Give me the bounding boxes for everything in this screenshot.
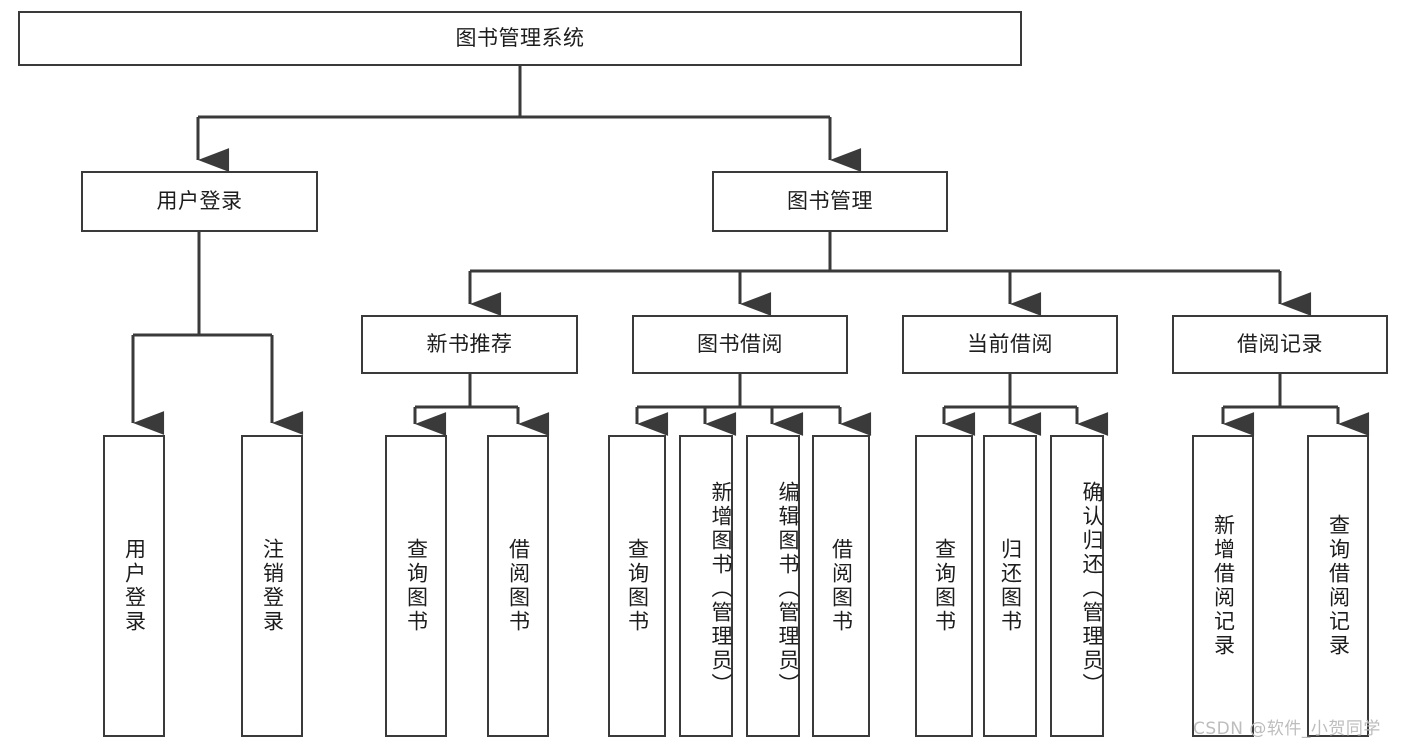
leaf-add-record[interactable]: 新增借阅记录 (1192, 435, 1254, 737)
leaf-return-book-label: 归还图书 (998, 538, 1023, 634)
node-book-borrow[interactable]: 图书借阅 (632, 315, 848, 374)
node-book-manage[interactable]: 图书管理 (712, 171, 948, 232)
leaf-borrow-book-2[interactable]: 借阅图书 (812, 435, 870, 737)
leaf-return-book[interactable]: 归还图书 (983, 435, 1037, 737)
leaf-confirm-return[interactable]: 确认归还（管理员） (1050, 435, 1104, 737)
leaf-logout-login[interactable]: 注销登录 (241, 435, 303, 737)
leaf-user-login-label: 用户登录 (122, 538, 147, 634)
leaf-add-record-label: 新增借阅记录 (1211, 514, 1236, 658)
node-borrow-record[interactable]: 借阅记录 (1172, 315, 1388, 374)
node-borrow-record-label: 借阅记录 (1237, 332, 1323, 357)
leaf-query-record-label: 查询借阅记录 (1326, 514, 1351, 658)
leaf-query-book-1-label: 查询图书 (404, 538, 429, 634)
node-book-manage-label: 图书管理 (787, 189, 873, 214)
leaf-borrow-book-1-label: 借阅图书 (506, 538, 531, 634)
leaf-edit-book-label: 编辑图书（管理员） (776, 481, 800, 697)
leaf-add-book[interactable]: 新增图书（管理员） (679, 435, 733, 737)
node-book-borrow-label: 图书借阅 (697, 332, 783, 357)
node-current-borrow[interactable]: 当前借阅 (902, 315, 1118, 374)
leaf-add-book-label: 新增图书（管理员） (709, 481, 733, 697)
node-current-borrow-label: 当前借阅 (967, 332, 1053, 357)
node-root-label: 图书管理系统 (455, 26, 585, 51)
leaf-query-book-2[interactable]: 查询图书 (608, 435, 666, 737)
leaf-query-book-2-label: 查询图书 (625, 538, 650, 634)
node-user-login-label: 用户登录 (156, 189, 243, 214)
watermark-text: CSDN @软件_小贺同学 (1193, 719, 1381, 739)
leaf-query-book-3[interactable]: 查询图书 (915, 435, 973, 737)
leaf-user-login[interactable]: 用户登录 (103, 435, 165, 737)
leaf-confirm-return-label: 确认归还（管理员） (1080, 481, 1104, 697)
leaf-borrow-book-2-label: 借阅图书 (829, 538, 854, 634)
leaf-query-book-1[interactable]: 查询图书 (385, 435, 447, 737)
leaf-query-record[interactable]: 查询借阅记录 (1307, 435, 1369, 737)
leaf-logout-login-label: 注销登录 (260, 538, 285, 634)
leaf-edit-book[interactable]: 编辑图书（管理员） (746, 435, 800, 737)
leaf-borrow-book-1[interactable]: 借阅图书 (487, 435, 549, 737)
node-new-book-rec[interactable]: 新书推荐 (361, 315, 578, 374)
node-user-login[interactable]: 用户登录 (81, 171, 318, 232)
leaf-query-book-3-label: 查询图书 (932, 538, 957, 634)
node-root[interactable]: 图书管理系统 (18, 11, 1022, 66)
node-new-book-rec-label: 新书推荐 (426, 332, 513, 357)
